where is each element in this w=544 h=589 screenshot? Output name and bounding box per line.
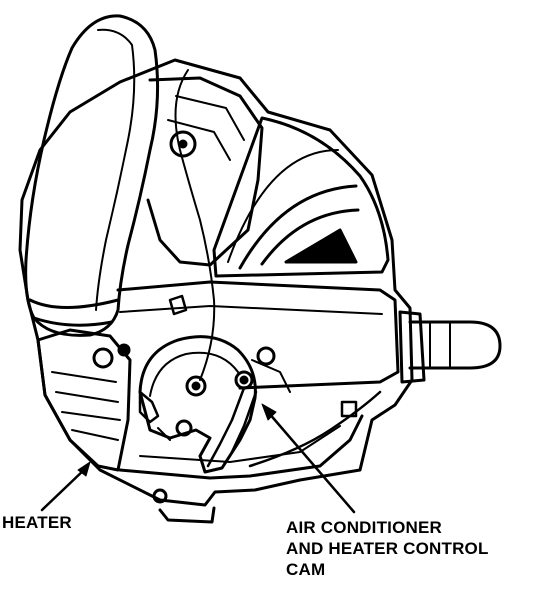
cam-pin — [175, 419, 193, 437]
heater-box — [36, 328, 132, 472]
cam-right-screw-center — [239, 375, 249, 385]
control-cam-label-line-1: AIR CONDITIONER — [286, 518, 442, 537]
control-cam-label-line-2: AND HEATER CONTROL — [286, 539, 489, 558]
heater-leader-arrow — [77, 461, 91, 477]
tab-clip — [168, 294, 188, 316]
blower-chevron-3 — [284, 228, 358, 264]
mid-housing-rib — [119, 305, 383, 315]
control-cam-label-line-3: CAM — [286, 560, 326, 579]
mid-housing-panel — [116, 280, 400, 390]
left-lower-fastener — [117, 343, 131, 357]
duct-tube — [24, 14, 160, 337]
control-cam-body — [138, 335, 257, 474]
housing-rib — [167, 95, 245, 161]
heater-fastener — [92, 347, 114, 369]
lower-cable — [248, 390, 382, 468]
cam-linkage — [206, 386, 258, 468]
heater-label: HEATER — [2, 513, 72, 532]
pipe-stub — [408, 320, 502, 370]
blower-chevron-1 — [238, 184, 358, 270]
cam-leader-arrow — [261, 403, 277, 421]
cable-clamp — [340, 400, 358, 418]
blower-chevron-2 — [260, 208, 360, 266]
blower-chevron-4 — [227, 149, 339, 263]
lower-duct — [118, 414, 364, 480]
housing-outline — [18, 58, 414, 507]
cam-arm-left — [138, 390, 160, 424]
cam-center-dot — [191, 381, 201, 391]
cam-rim — [149, 351, 239, 397]
heater-box-slats — [51, 371, 121, 441]
duct-tube-highlight — [95, 28, 136, 311]
heater-leader-line — [40, 466, 88, 512]
bottom-bracket — [158, 506, 216, 524]
cam-leader-line — [266, 410, 356, 514]
cam-arm-detail — [157, 359, 291, 441]
duct-tube-cuff — [28, 298, 120, 327]
upper-fastener — [169, 130, 197, 158]
control-cam-label: AIR CONDITIONER AND HEATER CONTROL CAM — [286, 517, 489, 580]
housing-screw — [256, 346, 276, 366]
pipe-flange — [398, 310, 426, 384]
pipe-stub-rib — [429, 321, 451, 369]
upper-fastener-center — [178, 139, 188, 149]
lower-duct-rib — [139, 425, 341, 463]
bottom-fastener — [152, 488, 168, 504]
control-cable — [174, 69, 216, 381]
upper-housing — [146, 76, 264, 267]
blower-opening-outer — [212, 116, 390, 278]
cam-center-hub — [185, 375, 207, 397]
